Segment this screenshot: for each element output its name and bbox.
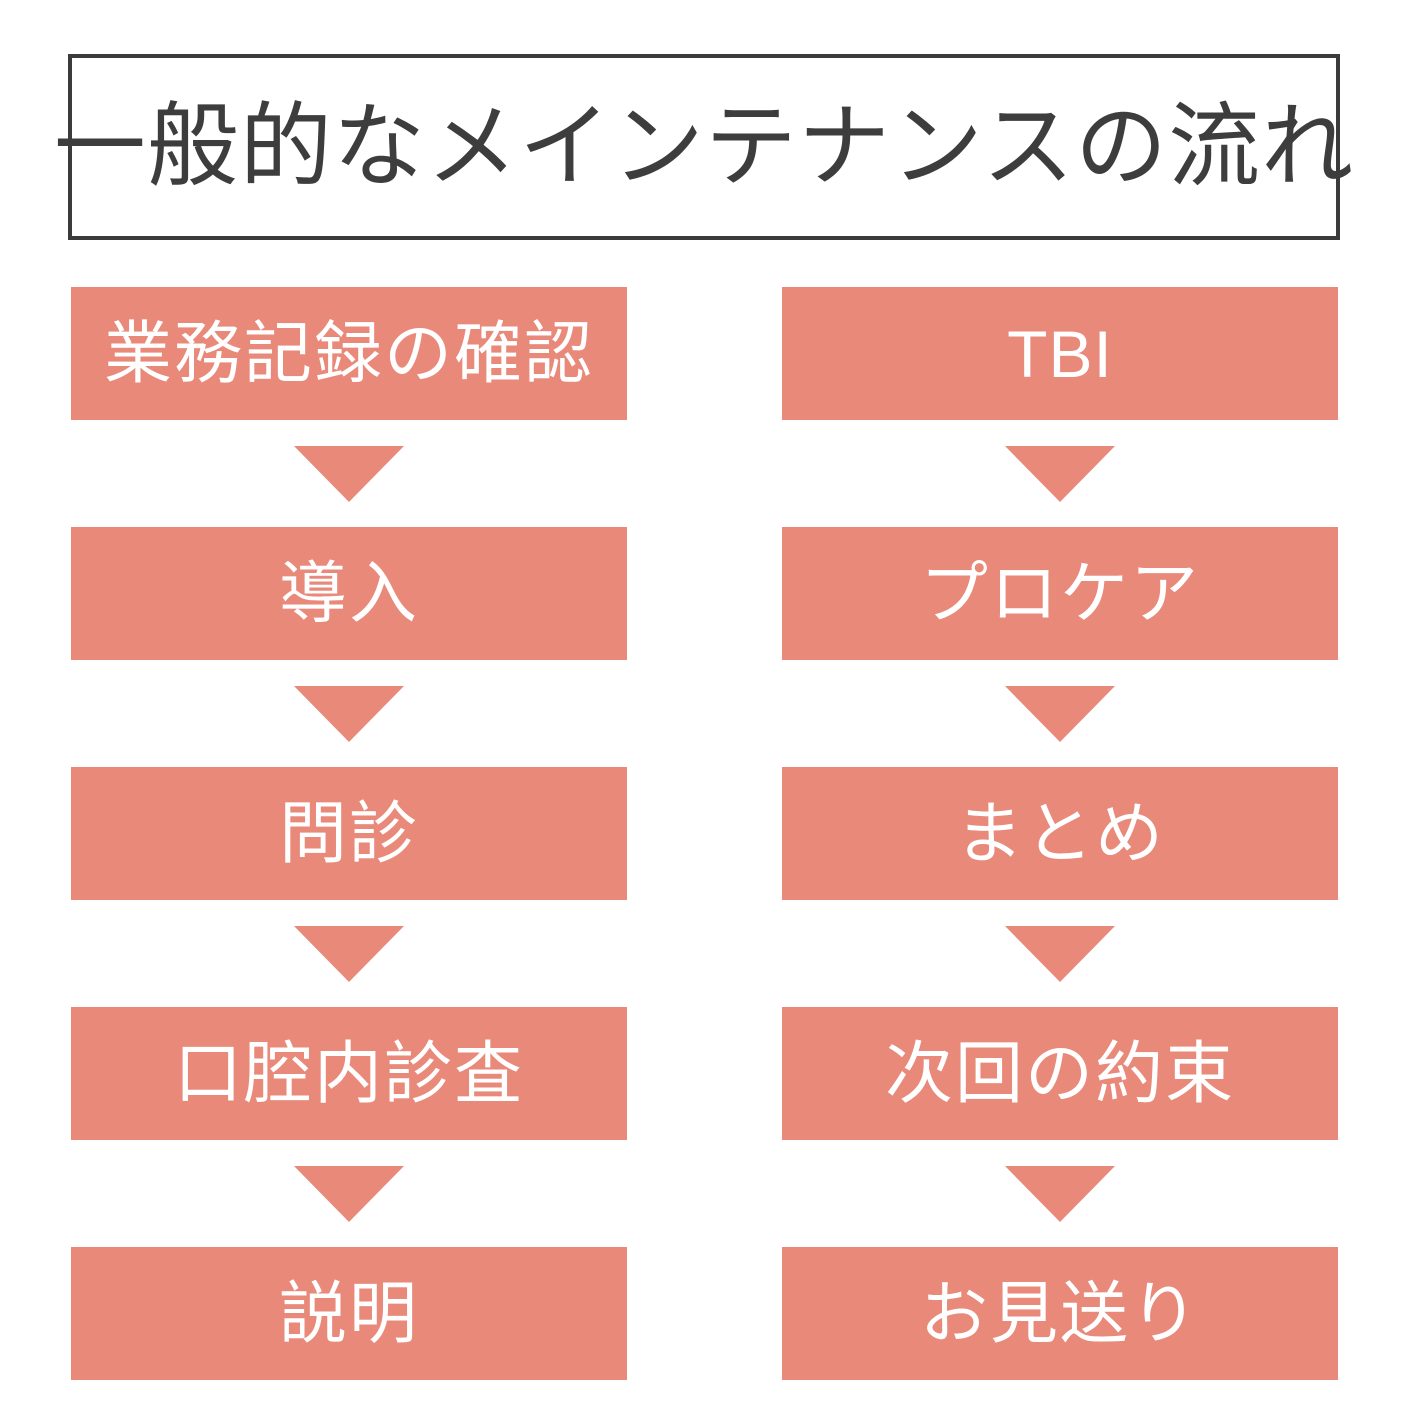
flow-step-label: 次回の約束 [884,1035,1235,1112]
arrow-down-icon [294,685,404,742]
flow-connector-left-1 [71,420,627,527]
flow-connector-left-3 [71,900,627,1007]
flow-step-left-4: 口腔内診査 [71,1007,627,1140]
flow-step-right-5: お見送り [782,1247,1338,1380]
flow-step-right-3: まとめ [782,767,1338,900]
flow-connector-right-3 [782,900,1338,1007]
flow-step-label: 口腔内診査 [173,1035,524,1112]
flow-step-right-4: 次回の約束 [782,1007,1338,1140]
arrow-down-icon [1005,1165,1115,1222]
arrow-down-icon [294,925,404,982]
flow-step-label: まとめ [954,795,1165,872]
flow-connector-left-2 [71,660,627,767]
flow-connector-right-4 [782,1140,1338,1247]
flow-step-left-1: 業務記録の確認 [71,287,627,420]
flow-step-label: 説明 [278,1275,419,1352]
flow-connector-right-1 [782,420,1338,527]
flow-step-label: 業務記録の確認 [103,315,594,392]
arrow-down-icon [1005,445,1115,502]
diagram-title-text: 一般的なメインテナンスの流れ [53,96,1355,198]
flow-connector-right-2 [782,660,1338,767]
flow-column-left: 業務記録の確認 導入 問診 口腔内診査 説明 [71,287,627,1380]
flow-step-right-2: プロケア [782,527,1338,660]
arrow-down-icon [1005,685,1115,742]
arrow-down-icon [1005,925,1115,982]
arrow-down-icon [294,445,404,502]
flow-step-right-1: TBI [782,287,1338,420]
flow-step-label: 問診 [278,795,419,872]
flow-step-left-3: 問診 [71,767,627,900]
flow-step-label: プロケア [919,555,1200,632]
flow-step-label: TBI [1007,316,1113,391]
flow-step-label: 導入 [278,555,419,632]
flow-connector-left-4 [71,1140,627,1247]
diagram-title-box: 一般的なメインテナンスの流れ [54,54,1353,240]
flow-step-label: お見送り [919,1275,1200,1352]
flow-step-left-5: 説明 [71,1247,627,1380]
arrow-down-icon [294,1165,404,1222]
flow-column-right: TBI プロケア まとめ 次回の約束 お見送り [782,287,1338,1380]
flow-step-left-2: 導入 [71,527,627,660]
